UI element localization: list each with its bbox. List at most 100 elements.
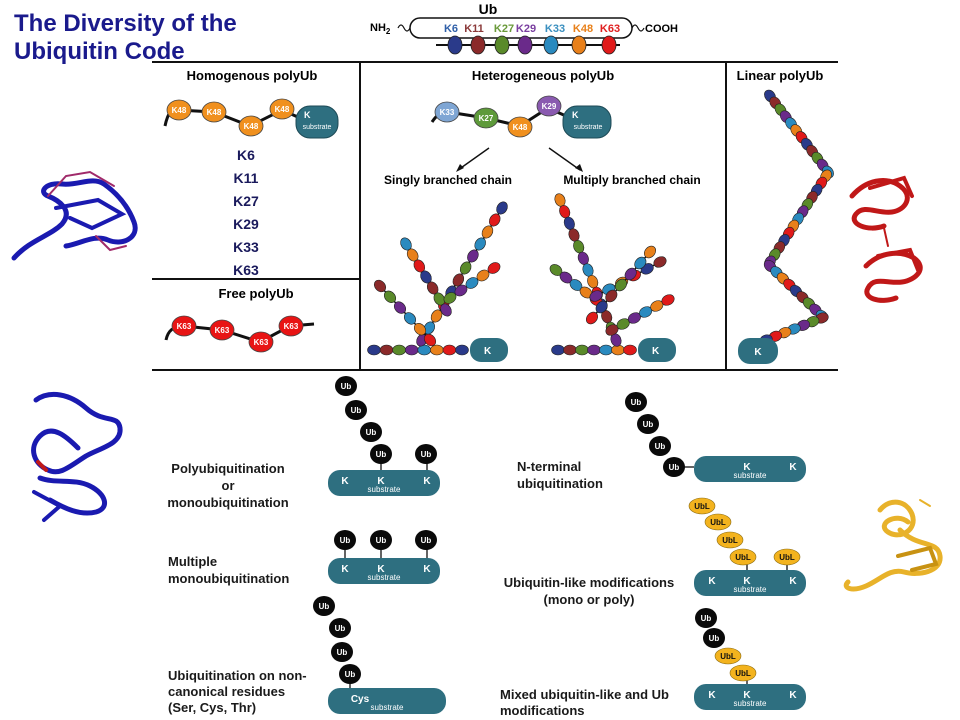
svg-text:K: K	[754, 347, 762, 358]
substrate-bar	[694, 456, 806, 482]
lysine-label: K	[377, 564, 385, 575]
ub-header-beads	[447, 35, 617, 55]
svg-text:K: K	[572, 110, 579, 120]
label-multiple-mono: Multiple monoubiquitination	[168, 553, 289, 587]
ub-bead	[440, 303, 452, 317]
ub-bead	[563, 344, 577, 356]
ub-bead	[404, 344, 419, 356]
label-noncanonical: Ubiquitination on non- canonical residue…	[168, 668, 307, 716]
ub-bead	[430, 344, 444, 356]
ubl-circle	[714, 647, 742, 665]
lysine-label: K	[789, 690, 797, 701]
ub-bead	[443, 292, 457, 304]
free-header: Free polyUb	[218, 286, 293, 301]
lysine-label: K	[708, 690, 716, 701]
linkage-k6: K6	[237, 147, 255, 163]
ub-header-bead	[601, 35, 617, 55]
ub-k48	[507, 116, 533, 138]
ub-lysine-k33: K33	[545, 23, 565, 35]
ub-bead	[595, 300, 608, 314]
ub-label: Ub	[376, 536, 387, 545]
ub-label: K63	[284, 322, 299, 331]
label-poly-mono: Polyubiquitination or monoubiquitination	[160, 460, 296, 511]
label-line: canonical residues	[168, 684, 286, 699]
label-line: modifications	[500, 703, 585, 718]
ub-bead	[661, 294, 675, 306]
linear-chain	[759, 89, 834, 346]
lysine-label: K	[743, 462, 751, 473]
grid-lines	[152, 61, 838, 371]
ub-label: K48	[172, 106, 187, 115]
multiply-header: Multiply branched chain	[563, 173, 700, 187]
lysine-label: K	[708, 576, 716, 587]
ub-label: Ub	[421, 450, 432, 459]
substrate-label: substrate	[368, 485, 401, 494]
ubl-label: UbL	[779, 553, 795, 562]
label-line: or	[221, 478, 235, 493]
protein-red	[849, 175, 923, 303]
ub-circle	[625, 392, 647, 412]
ub-circle	[415, 530, 437, 550]
label-line: Multiple	[168, 554, 218, 569]
heterogeneous-header: Heterogeneous polyUb	[472, 68, 614, 83]
svg-text:K: K	[484, 346, 492, 357]
label-line: ubiquitination	[517, 476, 603, 491]
ub-circle	[370, 530, 392, 550]
ub-header-bead	[447, 35, 463, 55]
svg-text:K: K	[652, 346, 660, 357]
ub-lysine-k48: K48	[573, 23, 593, 35]
ubl-label: UbL	[735, 553, 751, 562]
lysine-label: K	[789, 576, 797, 587]
ubl-circle	[729, 664, 757, 682]
ub-label: Ub	[631, 398, 642, 407]
ub-circle	[339, 664, 361, 684]
ub-label: Ub	[366, 428, 377, 437]
linkage-k63: K63	[233, 262, 259, 278]
singly-substrate	[470, 338, 508, 362]
ub-label: K48	[207, 108, 222, 117]
protein-gold	[843, 499, 943, 592]
ub-circle	[335, 376, 357, 396]
substrate-bar	[328, 558, 440, 584]
ub-bead	[430, 309, 443, 323]
ub-circle	[637, 414, 659, 434]
lysine-label: K	[743, 576, 751, 587]
ub-bead	[575, 344, 589, 356]
ubl-label: UbL	[710, 518, 726, 527]
ub-circle	[329, 618, 351, 638]
lysine-label: K	[377, 476, 385, 487]
ub-label: K63	[177, 322, 192, 331]
ub-bead	[599, 344, 613, 356]
lysine-label: K	[341, 476, 349, 487]
multiply-substrate	[638, 338, 676, 362]
lysine-label: K	[743, 690, 751, 701]
ub-bead	[373, 279, 387, 293]
svg-text:substrate: substrate	[303, 124, 332, 131]
ub-bead	[476, 269, 490, 282]
substrate-label: substrate	[371, 703, 404, 712]
label-line: Polyubiquitination	[171, 461, 285, 476]
ub-label: K48	[513, 123, 528, 132]
ub-label: K29	[542, 102, 557, 111]
ub-lysine-k29: K29	[516, 23, 536, 35]
ub-k63	[171, 315, 197, 337]
ubl-label: UbL	[735, 669, 751, 678]
ub-bead	[392, 344, 406, 356]
substrate-label: substrate	[734, 471, 767, 480]
ub-k33	[434, 101, 460, 123]
ub-bead	[488, 213, 501, 227]
ub-k63	[248, 331, 274, 353]
linkage-k27: K27	[233, 193, 259, 209]
ub-header-bead	[571, 35, 587, 55]
ub-label: Ub	[345, 670, 356, 679]
ub-k48	[269, 98, 295, 120]
ub-bead	[585, 311, 599, 325]
ubl-circle	[704, 513, 732, 531]
ub-bead	[634, 256, 647, 270]
ub-k48	[166, 99, 192, 121]
protein-blue-bottom	[31, 391, 123, 522]
ub-label: Ub	[341, 382, 352, 391]
protein-blue-top	[11, 170, 138, 261]
